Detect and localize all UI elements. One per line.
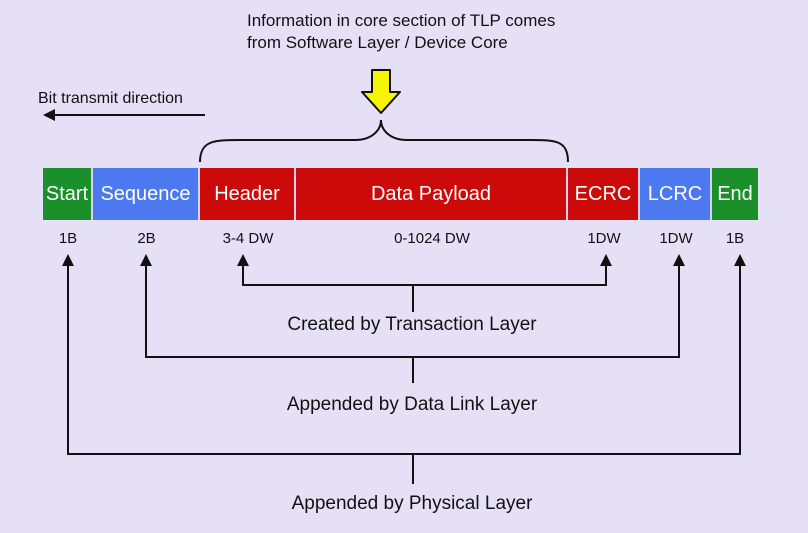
physical-layer-connector [67,262,741,484]
core-section-brace [199,119,569,163]
arrowhead-icon [140,254,152,266]
size-end: 1B [725,230,745,247]
data-link-layer-connector [145,262,680,383]
left-arrow-icon [43,109,205,121]
physical-layer-label: Appended by Physical Layer [291,493,533,514]
arrowhead-icon [734,254,746,266]
note-line-2: from Software Layer / Device Core [247,33,508,52]
segment-start: Start [43,168,93,220]
arrowhead-icon [600,254,612,266]
note-line-1: Information in core section of TLP comes [247,11,556,30]
size-sequence: 2B [137,230,156,247]
segment-sequence-label: Sequence [100,182,191,205]
segment-ecrc: ECRC [568,168,640,220]
transaction-layer-connector [242,262,607,312]
segment-lcrc: LCRC [640,168,712,220]
segment-sequence: Sequence [93,168,200,220]
down-arrow-icon [361,69,401,114]
segment-header: Header [200,168,296,220]
segment-lcrc-label: LCRC [647,182,703,205]
segment-header-label: Header [214,182,280,205]
arrowhead-icon [237,254,249,266]
data-link-layer-label: Appended by Data Link Layer [286,394,538,415]
core-section-note: Information in core section of TLP comes… [247,10,555,54]
size-ecrc: 1DW [587,230,621,247]
segment-ecrc-label: ECRC [574,182,632,205]
size-lcrc: 1DW [659,230,693,247]
segment-end-label: End [717,182,753,205]
segment-start-label: Start [45,182,89,205]
segment-end: End [712,168,758,220]
arrowhead-icon [673,254,685,266]
size-header: 3-4 DW [222,230,274,247]
segment-data-payload-label: Data Payload [370,182,492,205]
arrowhead-icon [62,254,74,266]
segment-data-payload: Data Payload [296,168,568,220]
size-start: 1B [58,230,78,247]
transaction-layer-label: Created by Transaction Layer [287,314,537,335]
bit-transmit-direction-label: Bit transmit direction [38,90,183,107]
size-data-payload: 0-1024 DW [394,230,470,247]
